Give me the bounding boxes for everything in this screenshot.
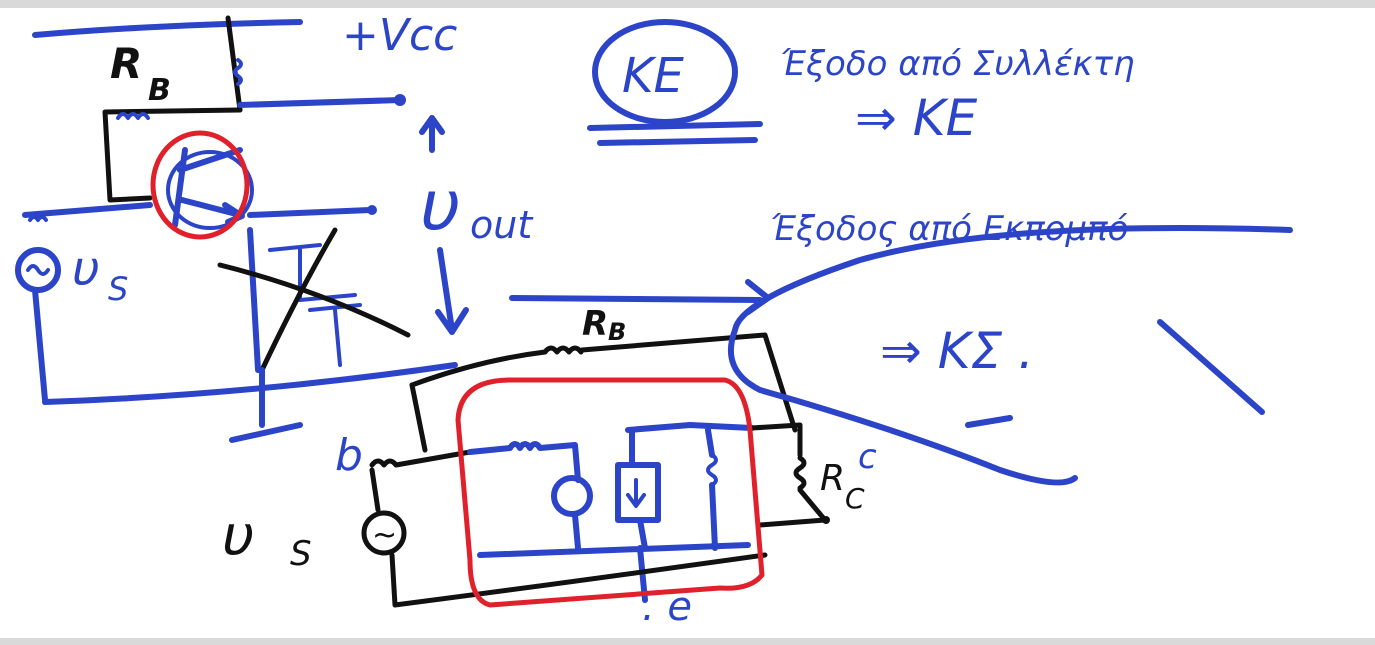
rb-top-label: R: [110, 39, 142, 88]
arrow-ks-note: ⇒ ΚΣ .: [880, 322, 1034, 380]
rb-bottom-label: R: [582, 304, 608, 344]
notes: [509, 19, 1293, 486]
vs-bottom-subscript: S: [290, 534, 312, 574]
text-labels: R B +Vcc υ S υ out ΚΕ Έξοδο από Συλλέκτη…: [72, 10, 1135, 630]
output-node-emitter: [367, 205, 377, 215]
source-bottom: [361, 510, 407, 556]
emitter-output-note: Έξοδος από Εκπομπό: [770, 209, 1128, 249]
top-circuit: [15, 15, 469, 443]
arrow-ke-note: ⇒ ΚΕ: [855, 89, 978, 147]
c-node-dot: [822, 516, 830, 524]
output-node-top: [394, 94, 406, 106]
transistor-highlight: [150, 130, 250, 240]
source-bottom-symbol: ~: [372, 518, 397, 553]
collector-output-note: Έξοδο από Συλλέκτη: [780, 44, 1135, 84]
rb-top-subscript: B: [148, 73, 171, 108]
board-background: [0, 8, 1375, 638]
ke-circled-label: ΚΕ: [622, 48, 684, 104]
ke-circle: [592, 19, 738, 125]
model-highlight-box: [455, 377, 765, 608]
rc-subscript: C: [845, 482, 865, 515]
rb-bottom-subscript: B: [608, 318, 626, 346]
vs-left-label: υ: [72, 241, 100, 297]
vout-label: υ: [420, 165, 461, 247]
rc-label: R: [820, 458, 845, 499]
vs-left-subscript: S: [108, 270, 128, 308]
vs-bottom-label: υ: [222, 504, 254, 569]
node-e-label: . e: [642, 584, 692, 630]
vout-subscript: out: [470, 203, 534, 247]
vcc-label: +Vcc: [342, 10, 457, 61]
node-b-label: b: [335, 430, 363, 481]
node-c-label: c: [858, 437, 877, 477]
